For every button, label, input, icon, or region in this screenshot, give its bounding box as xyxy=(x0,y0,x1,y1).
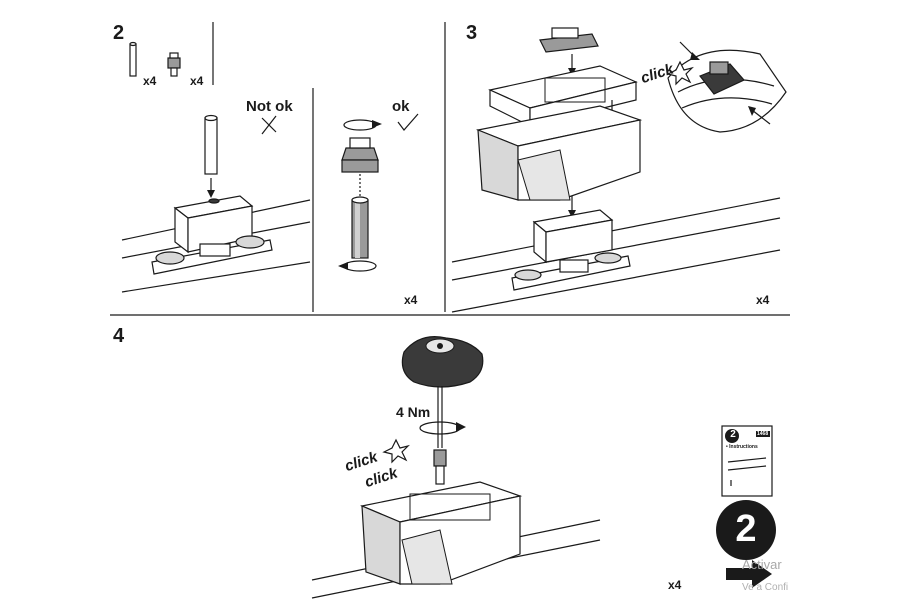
booklet-number: 2 xyxy=(730,429,736,440)
foot-body-bottom xyxy=(359,481,523,585)
step-number-3: 3 xyxy=(466,22,478,44)
not-ok-label: Not ok xyxy=(246,98,293,115)
foot-bracket-right xyxy=(511,209,631,291)
click-burst-icon xyxy=(666,60,694,86)
panel2-quantity: x4 xyxy=(404,293,418,307)
nut-on-bolt xyxy=(341,137,379,198)
nut-part xyxy=(167,52,181,77)
booklet-heading: • Instructions xyxy=(726,444,758,450)
foot-body xyxy=(475,105,643,218)
bolt-rod xyxy=(351,196,369,259)
rail-right xyxy=(451,197,781,313)
cross-icon xyxy=(261,115,277,135)
step-number-2: 2 xyxy=(113,22,125,44)
panel3-quantity: x4 xyxy=(756,293,770,307)
activation-watermark-sub: Ve a Confi xyxy=(742,582,789,593)
detail-inset xyxy=(666,41,787,133)
nut-quantity: x4 xyxy=(190,74,204,88)
torque-key xyxy=(401,336,484,485)
next-step-circle xyxy=(716,500,776,560)
panel4-quantity: x4 xyxy=(668,578,682,592)
click-burst-icon-left xyxy=(382,438,410,464)
activation-watermark: Activar xyxy=(742,557,782,572)
next-step-number: 2 xyxy=(735,508,757,550)
checkmark-icon xyxy=(397,113,419,131)
rotate-arrow-icon-torque xyxy=(419,421,466,435)
step-number-4: 4 xyxy=(113,325,125,347)
booklet-code: 1468 xyxy=(757,431,769,437)
arrow-right-icon xyxy=(726,560,772,588)
pin-insert xyxy=(204,114,218,198)
pin-part xyxy=(129,41,137,77)
foot-bracket xyxy=(151,195,273,275)
torque-label: 4 Nm xyxy=(396,404,431,420)
pin-quantity: x4 xyxy=(143,74,157,88)
rotate-arrow-icon xyxy=(343,119,382,131)
ok-label: ok xyxy=(392,98,410,115)
rotate-arrow-icon-bottom xyxy=(338,260,377,272)
instruction-booklet xyxy=(721,425,773,497)
